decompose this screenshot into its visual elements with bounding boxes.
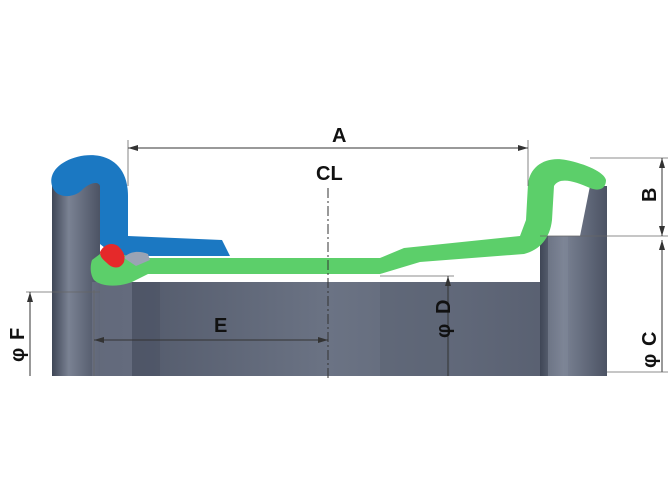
dimension-d-diameter-symbol: φ	[433, 324, 455, 338]
center-line-label: CL	[316, 163, 343, 185]
dimension-b: B	[540, 157, 668, 237]
dimension-d: D φ	[380, 275, 455, 376]
dimension-a: A	[127, 125, 529, 186]
dimension-f-diameter-symbol: φ	[7, 348, 29, 362]
dimension-d-label: D	[433, 300, 455, 314]
dimension-c: C φ	[607, 240, 668, 373]
dimension-c-diameter-symbol: φ	[639, 354, 661, 368]
dimension-b-label: B	[639, 188, 661, 202]
dimension-e-label: E	[214, 315, 227, 337]
center-line: CL	[316, 163, 343, 380]
dimension-c-label: C	[639, 332, 661, 346]
dimension-e: E	[93, 290, 328, 376]
dimension-f: F φ	[7, 291, 100, 376]
blue-gasket	[51, 155, 230, 256]
pipe-body	[52, 176, 607, 376]
dimension-a-label: A	[332, 125, 346, 147]
grey-insert	[124, 251, 150, 266]
red-o-ring	[100, 244, 125, 268]
dimension-f-label: F	[7, 328, 29, 340]
green-seal	[90, 159, 607, 286]
